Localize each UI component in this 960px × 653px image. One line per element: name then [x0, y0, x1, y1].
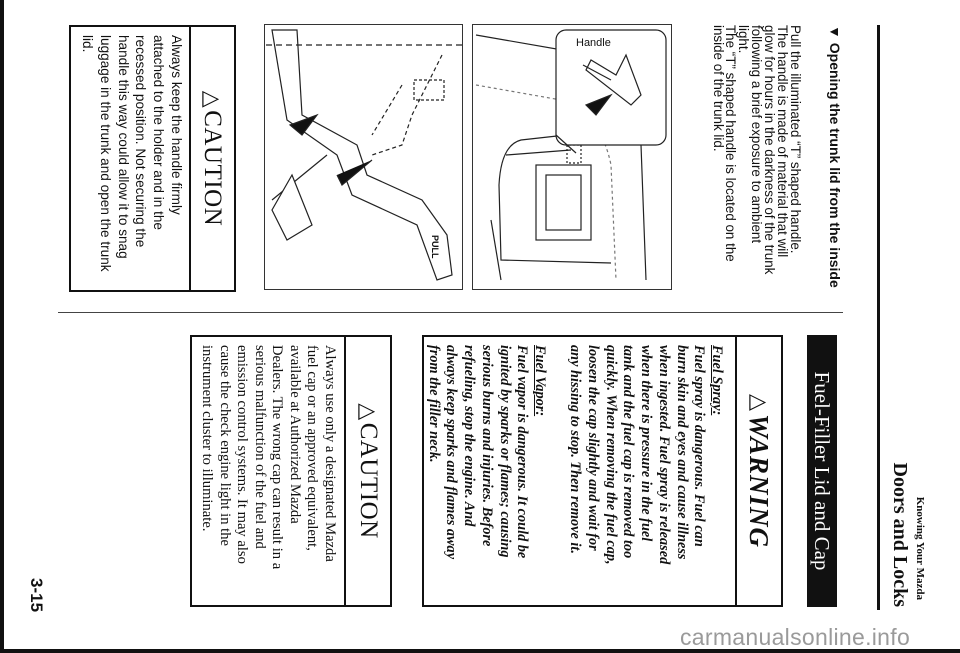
fuel-spray-label: Fuel Spray:: [709, 345, 725, 416]
trunk-heading: ▼ Opening the trunk lid from the inside: [827, 25, 843, 295]
warning-line: from the filler neck.: [425, 345, 442, 463]
warning-title: WARNING: [744, 413, 775, 548]
warning-line: any hissing to stop. Then remove it.: [567, 345, 584, 554]
caution-line: available at Authorized Mazda: [287, 345, 303, 524]
caution-header: △ CAUTION: [344, 337, 390, 605]
caution-title: CAUTION: [199, 110, 227, 227]
body-line: light.: [736, 25, 752, 54]
caution-line: Always use only a designated Mazda: [322, 345, 338, 562]
scan-border-bottom: [0, 649, 960, 653]
caution-line: Always keep the handle firmly: [169, 35, 184, 215]
caution-line: attached to the holder and in the: [151, 35, 167, 230]
body-line: inside of the trunk lid.: [710, 25, 726, 152]
header-rule: [877, 25, 880, 610]
warning-line: always keep sparks and flames away: [443, 345, 460, 560]
warning-line: tank and the fuel cap is removed too: [620, 345, 637, 559]
handle-label: Handle: [576, 37, 611, 49]
caution-line: luggage in the trunk and open the trunk: [97, 35, 113, 272]
caution-line: serious malfunction of the fuel and: [252, 345, 268, 549]
fuel-vapor-label: Fuel Vapor:: [531, 345, 548, 417]
caution-title: CAUTION: [355, 422, 382, 539]
caution-line: recessed position. Not securing the: [133, 35, 149, 248]
body-line: glow for hours in the darkness of the tr…: [762, 25, 778, 275]
warning-line: refueling, stop the engine. And: [461, 345, 478, 527]
section-label: Knowing Your Mazda: [914, 496, 926, 600]
warning-body: Fuel Spray: Fuel spray is dangerous. Fue…: [424, 337, 735, 605]
caution-line: emission control systems. It may also: [234, 345, 251, 564]
caution-line: lid.: [80, 35, 96, 53]
warning-line: Fuel vapor is dangerous. It could be: [514, 345, 531, 559]
caution-line: handle this way could allow it to snag: [115, 35, 131, 259]
caution-line: fuel cap or an approved equivalent,: [304, 345, 321, 551]
pull-label: PULL: [430, 235, 440, 259]
warning-line: serious burns and injuries. Before: [478, 345, 495, 547]
trunk-heading-text: Opening the trunk lid from the inside: [827, 42, 843, 288]
fuel-caution-box: △ CAUTION Always use only a designated M…: [190, 335, 392, 607]
watermark: carmanualsonline.info: [680, 624, 911, 650]
column-divider: [58, 312, 843, 313]
caution-line: Dealers. The wrong cap can result in a: [269, 345, 286, 570]
caution-line: instrument cluster to illuminate.: [199, 345, 216, 532]
warning-line: ignited by sparks or flames; causing: [496, 345, 513, 558]
page-number: 3-15: [27, 578, 46, 613]
caution-body: Always use only a designated Mazda fuel …: [198, 337, 344, 605]
caution-line: cause the check engine light in the: [217, 345, 233, 546]
warning-triangle-icon: △: [747, 394, 772, 412]
trunk-interior-illustration: Handle: [472, 24, 672, 290]
warning-box: △ WARNING Fuel Spray: Fuel spray is dang…: [422, 335, 783, 607]
warning-line: when there is pressure in the fuel: [638, 345, 655, 542]
warning-header: △ WARNING: [735, 337, 781, 605]
bullet-triangle-icon: ▼: [827, 25, 843, 39]
caution-header: △ CAUTION: [189, 27, 234, 290]
warning-line: quickly. When removing the fuel cap,: [602, 345, 619, 565]
fuel-filler-heading: Fuel-Filler Lid and Cap: [807, 335, 837, 607]
warning-line: loosen the cap slightly and wait for: [585, 345, 602, 551]
body-line: The handle is made of material that will: [775, 25, 791, 258]
scan-border-left: [0, 0, 4, 653]
trunk-body: Pull the illuminated “T” shaped handle. …: [710, 25, 803, 300]
caution-triangle-icon: △: [356, 403, 381, 421]
handle-holder-illustration: PULL: [264, 24, 463, 290]
page-title: Doors and Locks: [889, 462, 911, 607]
warning-line: Fuel spray is dangerous. Fuel can: [691, 345, 708, 547]
warning-line: burn skin and eyes and cause illness: [673, 345, 690, 560]
warning-line: when ingested. Fuel spray is released: [655, 345, 672, 565]
body-line: following a brief exposure to ambient: [749, 25, 765, 244]
caution-body: Always keep the handle firmly attached t…: [78, 27, 189, 290]
trunk-caution-box: △ CAUTION Always keep the handle firmly …: [69, 25, 236, 292]
body-line: Pull the illuminated “T” shaped handle.: [788, 25, 803, 254]
caution-triangle-icon: △: [200, 90, 226, 109]
